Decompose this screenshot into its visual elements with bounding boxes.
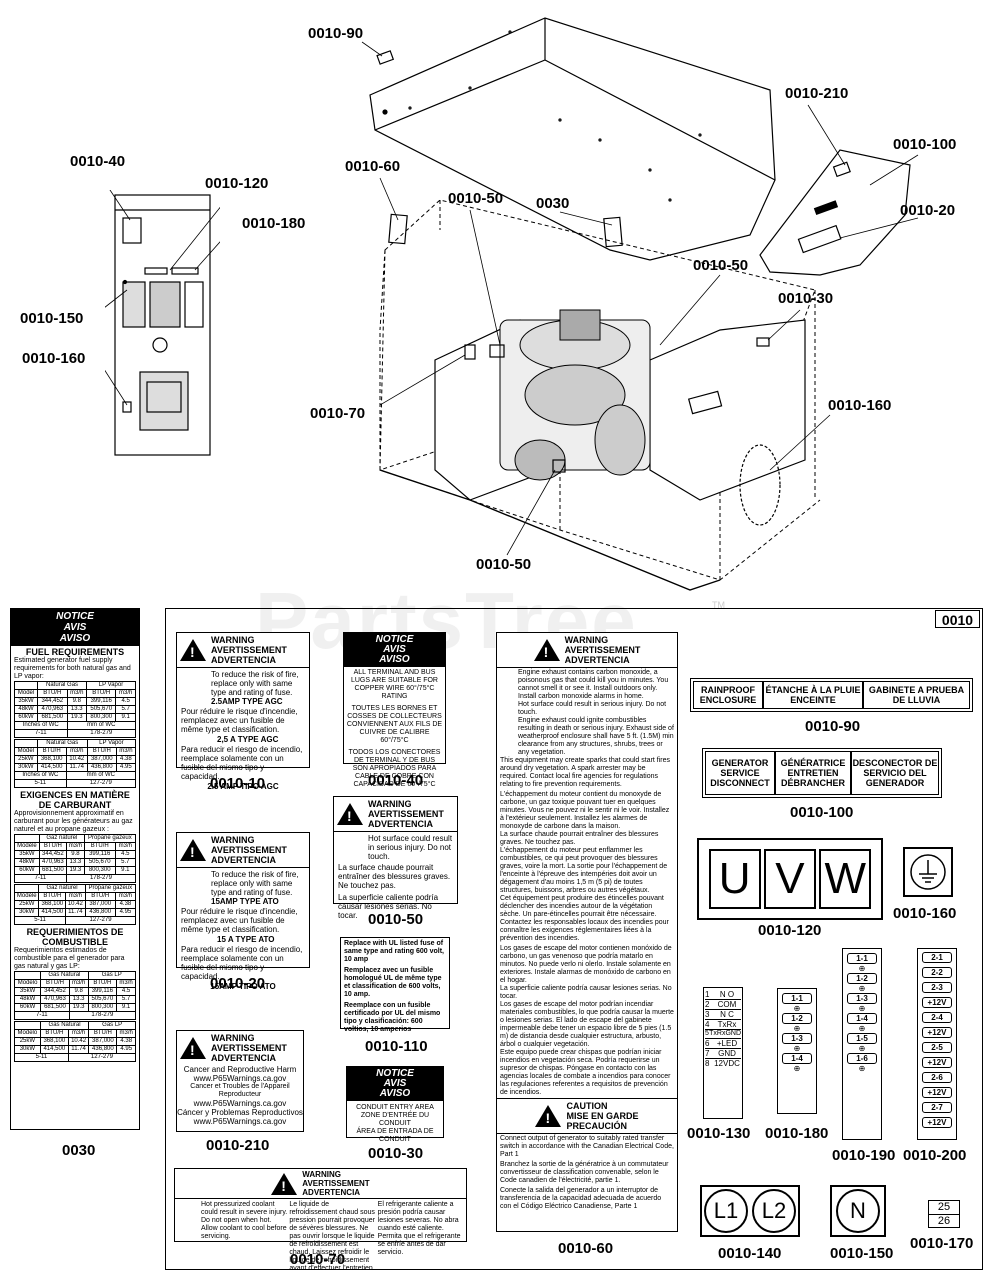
warning-icon bbox=[180, 839, 206, 861]
code-0010-210: 0010-210 bbox=[206, 1137, 270, 1154]
fuel-title-en: FUEL REQUIREMENTS bbox=[25, 647, 125, 657]
callout-0010-160-a: 0010-160 bbox=[22, 350, 86, 367]
callout-0010-60: 0010-60 bbox=[345, 158, 401, 175]
decal-0010-200: 2-1 2-2 2-3 +12V 2-4 +12V 2-5 +12V 2-6 +… bbox=[917, 948, 957, 1140]
callout-0010-150: 0010-150 bbox=[20, 310, 84, 327]
fuel-aviso: AVISO bbox=[59, 633, 91, 644]
warning-icon bbox=[180, 1037, 206, 1059]
code-0010-180: 0010-180 bbox=[765, 1125, 829, 1142]
code-0010-190: 0010-190 bbox=[832, 1147, 896, 1164]
fuel-requirements-decal: NOTICE AVIS AVISO FUEL REQUIREMENTS Esti… bbox=[10, 608, 140, 1130]
decal-0010-170: 25 26 bbox=[928, 1200, 960, 1228]
callout-0010-120: 0010-120 bbox=[205, 175, 269, 192]
roof-panel-drawing bbox=[369, 17, 776, 261]
decal-0010-150: N bbox=[830, 1185, 886, 1237]
decal-0010-100: GENERATOR SERVICE DISCONNECT GÉNÉRATRICE… bbox=[702, 748, 942, 798]
exploded-view-drawing bbox=[361, 17, 919, 591]
code-0010-90: 0010-90 bbox=[805, 718, 861, 735]
terminal-u: U bbox=[708, 849, 761, 909]
code-0010-150: 0010-150 bbox=[830, 1245, 894, 1262]
code-0010-200: 0010-200 bbox=[903, 1147, 967, 1164]
decal-0010-190: 1-1⊕ 1-2⊕ 1-3⊕ 1-4⊕ 1-5⊕ 1-6⊕ bbox=[842, 948, 882, 1140]
terminal-l1: L1 bbox=[704, 1189, 748, 1233]
code-0030: 0030 bbox=[62, 1142, 96, 1159]
code-0010-120: 0010-120 bbox=[758, 922, 822, 939]
ground-icon bbox=[910, 854, 946, 890]
callout-0010-50-c: 0010-50 bbox=[476, 556, 532, 573]
fuel-title-es: REQUERIMIENTOS DE COMBUSTIBLE bbox=[26, 927, 124, 947]
warning-icon bbox=[337, 803, 363, 825]
terminal-l2: L2 bbox=[752, 1189, 796, 1233]
code-0010-70: 0010-70 bbox=[290, 1251, 346, 1268]
code-0010-110: 0010-110 bbox=[365, 1038, 428, 1055]
control-panel-drawing bbox=[105, 190, 220, 456]
fuel-notice: NOTICE bbox=[56, 611, 94, 622]
terminal-w: W bbox=[819, 849, 872, 909]
callout-0010-20: 0010-20 bbox=[900, 202, 956, 219]
watermark-tm: TM bbox=[712, 600, 725, 610]
callout-0010-30: 0010-30 bbox=[778, 290, 834, 307]
warning-icon bbox=[180, 639, 206, 661]
code-0010-50: 0010-50 bbox=[368, 911, 424, 928]
code-0010-130: 0010-130 bbox=[687, 1125, 751, 1142]
code-0010-60: 0010-60 bbox=[558, 1240, 614, 1257]
warning-icon bbox=[271, 1172, 298, 1195]
decal-kit-code: 0010 bbox=[935, 610, 980, 628]
fuel-avis: AVIS bbox=[63, 622, 87, 633]
callout-0030: 0030 bbox=[536, 195, 570, 212]
code-0010-170: 0010-170 bbox=[910, 1235, 974, 1252]
code-0010-160: 0010-160 bbox=[893, 905, 957, 922]
code-0010-40: 0010-40 bbox=[368, 772, 424, 789]
access-door-drawing bbox=[759, 149, 911, 276]
callout-0010-100: 0010-100 bbox=[893, 136, 957, 153]
terminal-v: V bbox=[763, 849, 816, 909]
caution-icon bbox=[535, 1105, 562, 1127]
decal-0010-160 bbox=[903, 847, 953, 897]
warning-icon bbox=[533, 639, 560, 661]
code-0010-100: 0010-100 bbox=[790, 804, 854, 821]
code-0010-30: 0010-30 bbox=[368, 1145, 424, 1162]
callout-0010-180: 0010-180 bbox=[242, 215, 306, 232]
callout-0010-40: 0010-40 bbox=[70, 153, 126, 170]
callout-0010-160-b: 0010-160 bbox=[828, 397, 892, 414]
terminal-n: N bbox=[836, 1189, 880, 1233]
fuel-sub-fr: Approvisionnement approximatif en carbur… bbox=[14, 810, 133, 833]
decal-kit-frame bbox=[165, 608, 983, 1270]
fuel-title-fr: EXIGENCES EN MATIÈRE DE CARBURANT bbox=[20, 790, 130, 810]
code-0010-20: 0010-20 bbox=[210, 975, 266, 992]
decal-0010-180: 1-1⊕ 1-2⊕ 1-3⊕ 1-4⊕ bbox=[777, 988, 817, 1114]
fuel-sub-en: Estimated generator fuel supply requirem… bbox=[14, 657, 131, 680]
callout-0010-90: 0010-90 bbox=[308, 25, 364, 42]
decal-0010-140: L1 L2 bbox=[700, 1185, 800, 1237]
callout-0010-70: 0010-70 bbox=[310, 405, 366, 422]
decal-0010-90: RAINPROOF ENCLOSURE ÉTANCHE À LA PLUIE E… bbox=[690, 678, 973, 712]
fuel-sub-es: Requerimientos estimados de combustible … bbox=[14, 947, 125, 970]
code-0010-10: 0010-10 bbox=[210, 775, 266, 792]
code-0010-140: 0010-140 bbox=[718, 1245, 782, 1262]
decal-0010-120: U V W bbox=[697, 838, 883, 920]
decal-0010-110: Replace with UL listed fuse of same type… bbox=[340, 937, 450, 1033]
callout-0010-50-a: 0010-50 bbox=[448, 190, 504, 207]
engine-drawing bbox=[499, 309, 651, 481]
callout-0010-210: 0010-210 bbox=[785, 85, 849, 102]
callout-0010-50-b: 0010-50 bbox=[693, 257, 749, 274]
